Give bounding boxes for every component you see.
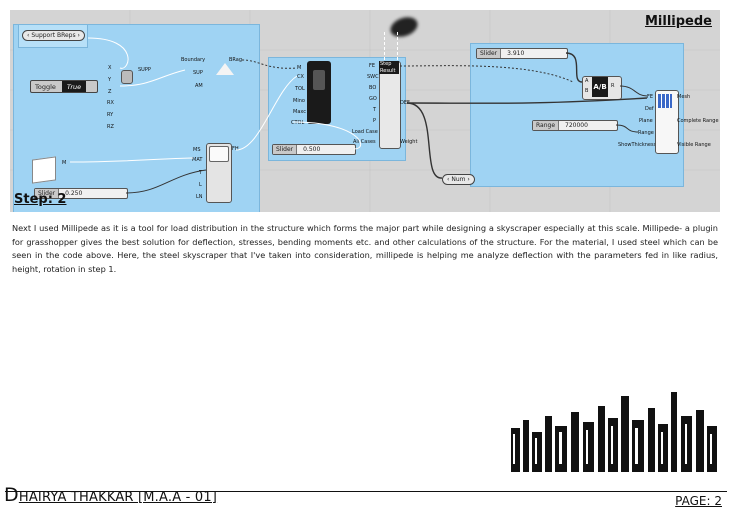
disp-out-mesh-label: Mesh: [677, 94, 691, 100]
slider-value: 0.500: [303, 146, 321, 153]
left-arrow-icon: ‹: [447, 176, 450, 183]
out-t-label: T: [373, 107, 377, 113]
slider-value: 3.910: [507, 50, 525, 57]
slider-0250[interactable]: Slider 0.250: [34, 188, 128, 199]
disp-out-visible-label: Visible Range: [677, 142, 711, 148]
axis-y-label: Y: [108, 77, 112, 83]
def-label: DEF: [400, 100, 410, 106]
step-label: Step: 2: [14, 192, 67, 207]
disp-in-fe-label: FE: [647, 94, 654, 100]
wires: [69, 37, 648, 194]
out-allcases-label: All Cases: [353, 139, 376, 145]
fh-label: FH: [232, 146, 239, 152]
supp-label: SUPP: [138, 67, 151, 73]
out-swc-label: SWC: [367, 74, 379, 80]
slider-0500[interactable]: Slider 0.500: [272, 144, 356, 155]
in-ctol-label: CTOL: [291, 120, 305, 126]
author-initial: D: [4, 484, 19, 506]
out-fe-label: FE: [369, 63, 376, 69]
m-label: M: [62, 160, 67, 166]
skyline-illustration: [511, 392, 717, 472]
weight-label: Weight: [400, 139, 418, 145]
disp-in-def-label: Def: [645, 106, 654, 112]
axis-rx-label: RX: [107, 100, 114, 106]
disp-in-showthickness-label: ShowThickness: [618, 142, 657, 148]
boolean-toggle[interactable]: Toggle True: [30, 80, 98, 93]
l-label: L: [199, 182, 202, 188]
slider-value: 720000: [565, 122, 588, 129]
boundary-label: Boundary: [181, 57, 206, 63]
support-component-icon[interactable]: [121, 70, 133, 84]
author-name: DHAIRYA THAKKAR [M.A.A - 01]: [4, 484, 217, 506]
right-arrow-icon: ›: [77, 32, 80, 39]
out-loadcase-label: Load Case: [352, 129, 378, 135]
slider-value: 0.250: [65, 190, 83, 197]
description-paragraph: Next I used Millipede as it is a tool fo…: [12, 223, 718, 274]
am-label: AM: [195, 83, 203, 89]
support-breps-param[interactable]: ‹ Support BReps ›: [22, 30, 85, 41]
ms-label: MS: [193, 147, 201, 153]
disp-out-complete-label: Complete Range: [677, 118, 719, 124]
right-arrow-icon: ›: [467, 176, 470, 183]
section-icon: [209, 146, 229, 162]
axis-rz-label: RZ: [107, 124, 114, 130]
division-op-box: A/B: [592, 77, 608, 97]
solver-icon: [313, 70, 325, 90]
in-m-label: M: [297, 65, 302, 71]
in-mino-label: Mino: [293, 98, 305, 104]
mat-label: MAT: [192, 157, 203, 163]
input-b-label: B: [585, 88, 589, 94]
axis-ry-label: RY: [107, 112, 114, 118]
grasshopper-canvas: ‹ Support BReps › Toggle True X Y Z RX R…: [10, 10, 720, 212]
out-bo-label: BO: [369, 85, 377, 91]
input-a-label: A: [585, 78, 589, 84]
ln-label: LN: [196, 194, 203, 200]
sup-label: SUP: [193, 70, 203, 76]
disp-in-plane-label: Plane: [639, 118, 653, 124]
canvas-title: Millipede: [644, 14, 712, 29]
in-tol-label: TOL: [295, 86, 305, 92]
panel-result-label: Result: [380, 68, 396, 74]
author-rest: HAIRYA THAKKAR [M.A.A - 01]: [18, 490, 218, 505]
disp-in-range-label: Range: [638, 130, 654, 136]
axis-x-label: X: [108, 65, 112, 71]
in-cx-label: CX: [297, 74, 304, 80]
in-maxc-label: Maxc: [293, 109, 306, 115]
t-label: T: [199, 170, 203, 176]
mesh-grid-icon: [658, 94, 672, 108]
brag-label: BRag: [229, 57, 243, 63]
out-go-label: GO: [369, 96, 377, 102]
left-arrow-icon: ‹: [27, 32, 30, 39]
num-param[interactable]: ‹ Num ›: [442, 174, 475, 185]
page-number: PAGE: 2: [675, 494, 722, 508]
step-result-panel: [379, 61, 399, 74]
out-p-label: P: [373, 118, 377, 124]
output-r-label: R: [611, 83, 615, 89]
footer-divider: [5, 491, 727, 492]
preview-triangle-icon: [216, 63, 234, 75]
axis-z-label: Z: [108, 89, 112, 95]
wire-bundle: [384, 32, 398, 60]
panel-step-label: Step: [380, 61, 392, 67]
